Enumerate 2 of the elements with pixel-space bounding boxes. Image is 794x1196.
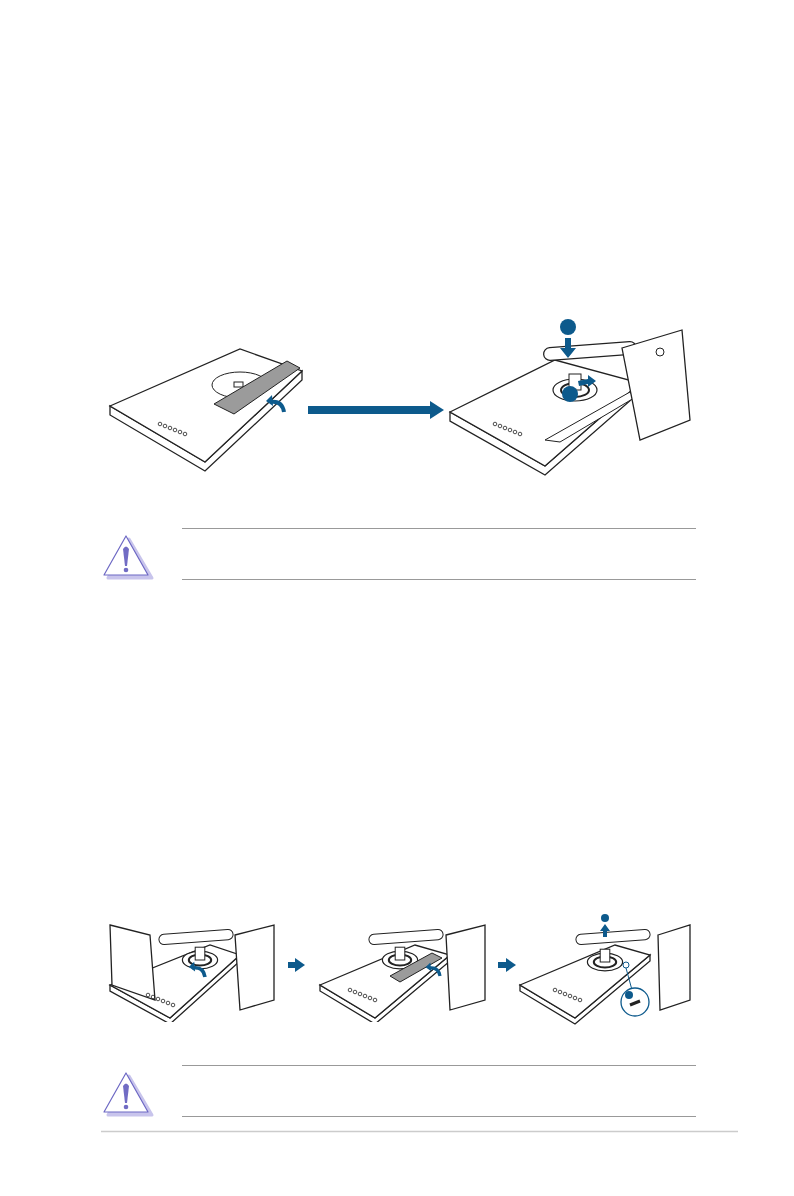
arrow — [498, 958, 516, 972]
arrow — [288, 958, 305, 972]
